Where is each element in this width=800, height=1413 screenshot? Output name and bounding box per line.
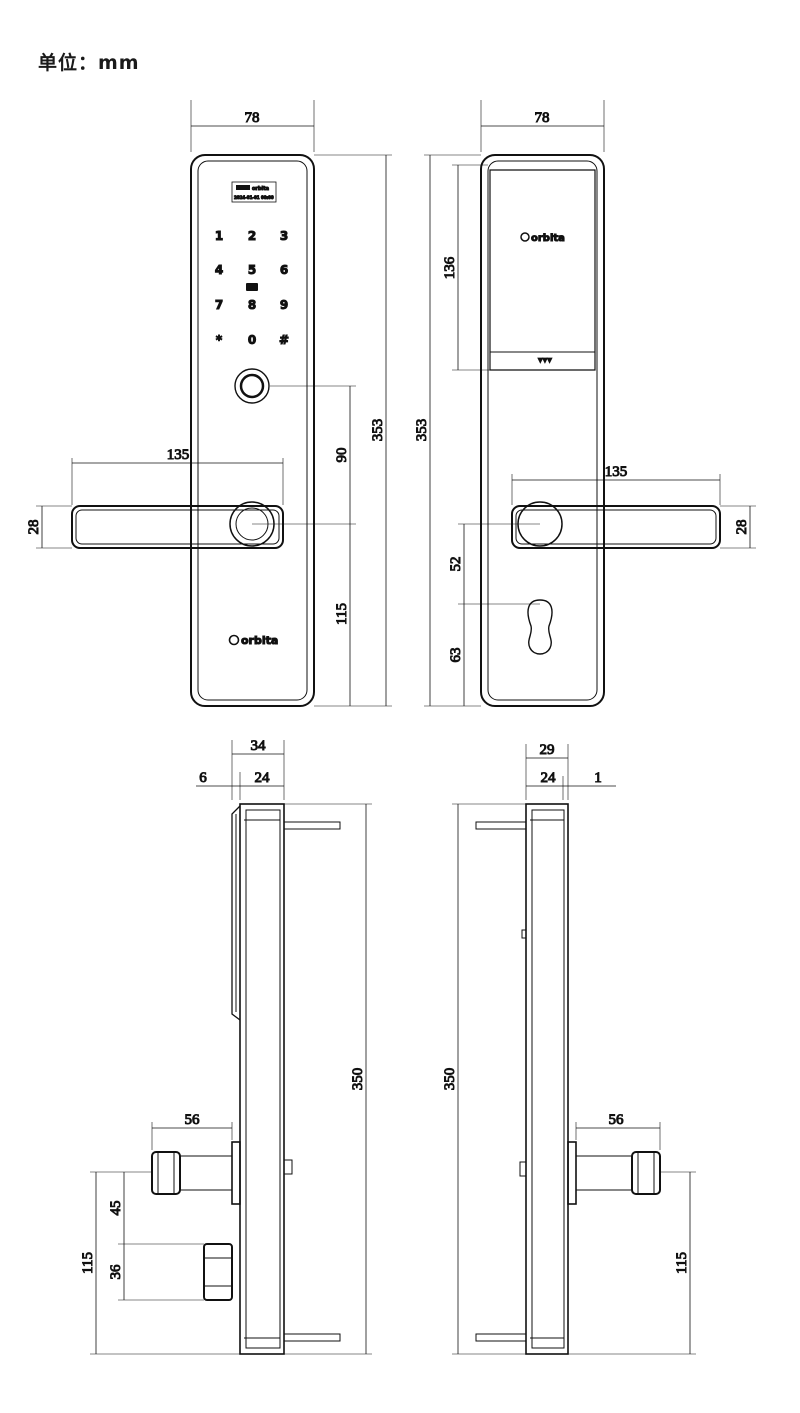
- side-right-top-spindle: [475, 821, 527, 830]
- back-lever-handle[interactable]: [511, 505, 721, 549]
- keypad-key-9[interactable]: 9: [279, 298, 288, 313]
- side-left-spindle-to-bottom-dim: 115: [80, 1252, 96, 1274]
- front-lever-handle-inner: [75, 509, 280, 545]
- side-right-lever-end[interactable]: [631, 1151, 661, 1195]
- keypad-key-8[interactable]: 8: [247, 298, 256, 313]
- side-right-tab: [519, 1161, 527, 1177]
- side-left-spindle-gap-dim: 45: [108, 1201, 124, 1216]
- side-right-depth-edge-dim: 1: [594, 770, 602, 786]
- side-right-depth-total-dim: 29: [540, 742, 555, 758]
- fingerprint-sensor-icon[interactable]: [239, 373, 265, 399]
- front-fp-to-handle-dim: 90: [334, 448, 350, 463]
- keypad-key-hash[interactable]: #: [278, 333, 289, 348]
- side-left-bottom-spindle: [283, 1333, 341, 1342]
- display-logo-mark: [236, 185, 250, 190]
- front-height-dim: 353: [370, 419, 386, 442]
- unit-label: 单位：mm: [38, 52, 140, 74]
- side-left-thumb-knob[interactable]: [203, 1243, 233, 1301]
- front-view: orbita 2024-01-01 00:00 1 2 3 4 5 6 7 8 …: [26, 100, 392, 707]
- keypad-key-5[interactable]: 5: [247, 263, 256, 278]
- front-brand-text: orbita: [241, 634, 278, 647]
- side-right-spindle-to-bottom-dim: 115: [674, 1252, 690, 1274]
- side-left-lever-neck: [179, 1155, 233, 1191]
- front-handle-height-dim: 28: [26, 520, 42, 535]
- side-right-depth-body-dim: 24: [541, 770, 557, 786]
- back-handle-height-dim: 28: [734, 520, 750, 535]
- keypad-key-2[interactable]: 2: [247, 229, 256, 244]
- back-lever-handle-inner: [515, 509, 717, 545]
- side-left-height-dim: 350: [350, 1068, 366, 1091]
- back-brand-text: orbita: [531, 233, 565, 244]
- side-left-knob-height-dim: 36: [108, 1264, 124, 1280]
- side-view-left: 34 6 24 350 56 45 36 115: [80, 738, 372, 1355]
- card-reader-icon: [246, 283, 258, 291]
- display-line-1: orbita: [252, 186, 269, 192]
- side-left-body-inner: [245, 809, 281, 1349]
- back-view: ▼▼▼ orbita 78 353 136 52 63: [414, 100, 756, 707]
- display-line-2: 2024-01-01 00:00: [234, 195, 274, 200]
- keypad-key-star[interactable]: *: [215, 333, 223, 348]
- back-handle-length-dim: 135: [605, 464, 628, 480]
- side-right-lever-neck: [575, 1155, 633, 1191]
- side-right-body-inner: [531, 809, 565, 1349]
- key-cylinder-hole: [527, 599, 553, 655]
- front-width-dim: 78: [245, 110, 260, 126]
- keypad-key-0[interactable]: 0: [247, 333, 256, 348]
- keypad-key-1[interactable]: 1: [214, 229, 223, 244]
- fingerprint-sensor-ring[interactable]: [234, 368, 270, 404]
- back-brand-logo-icon: [520, 232, 530, 242]
- keypad-key-7[interactable]: 7: [214, 298, 223, 313]
- side-right-bottom-spindle: [475, 1333, 527, 1342]
- keypad-key-4[interactable]: 4: [214, 263, 223, 278]
- front-inner-plate: [197, 160, 308, 701]
- keypad-key-6[interactable]: 6: [279, 263, 288, 278]
- side-right-tab-top: [521, 929, 527, 939]
- side-left-spindle-length-dim: 56: [185, 1112, 201, 1128]
- front-handle-length-dim: 135: [167, 447, 190, 463]
- side-left-tab: [283, 1159, 293, 1175]
- back-handle-to-key-dim: 52: [448, 557, 464, 572]
- side-left-body: [239, 803, 285, 1355]
- side-left-depth-body-dim: 24: [255, 770, 271, 786]
- back-panel-height-dim: 136: [442, 256, 458, 279]
- side-left-depth-total-dim: 34: [251, 738, 267, 754]
- side-left-top-spindle: [283, 821, 341, 830]
- side-right-spindle-length-dim: 56: [609, 1112, 625, 1128]
- back-height-dim: 353: [414, 419, 430, 442]
- front-brand-logo-icon: [228, 634, 240, 646]
- side-left-front-panel: [231, 805, 241, 1021]
- side-view-right: 29 24 1 350 56 115: [442, 742, 696, 1355]
- side-left-lever-end[interactable]: [151, 1151, 181, 1195]
- side-right-body: [525, 803, 569, 1355]
- back-battery-cover: [489, 169, 596, 371]
- back-key-to-bottom-dim: 63: [448, 648, 464, 663]
- side-left-rose: [231, 1141, 241, 1205]
- back-outer-plate: [480, 154, 605, 707]
- front-display: [231, 181, 277, 203]
- side-right-height-dim: 350: [442, 1068, 458, 1091]
- front-outer-plate: [190, 154, 315, 707]
- side-left-depth-front-dim: 6: [199, 770, 207, 786]
- back-inner-plate: [487, 160, 598, 701]
- side-right-rose: [567, 1141, 577, 1205]
- front-handle-to-bottom-dim: 115: [334, 603, 350, 625]
- front-lever-handle[interactable]: [71, 505, 284, 549]
- back-width-dim: 78: [535, 110, 550, 126]
- battery-grip-icon: ▼▼▼: [538, 357, 552, 364]
- keypad-key-3[interactable]: 3: [279, 229, 288, 244]
